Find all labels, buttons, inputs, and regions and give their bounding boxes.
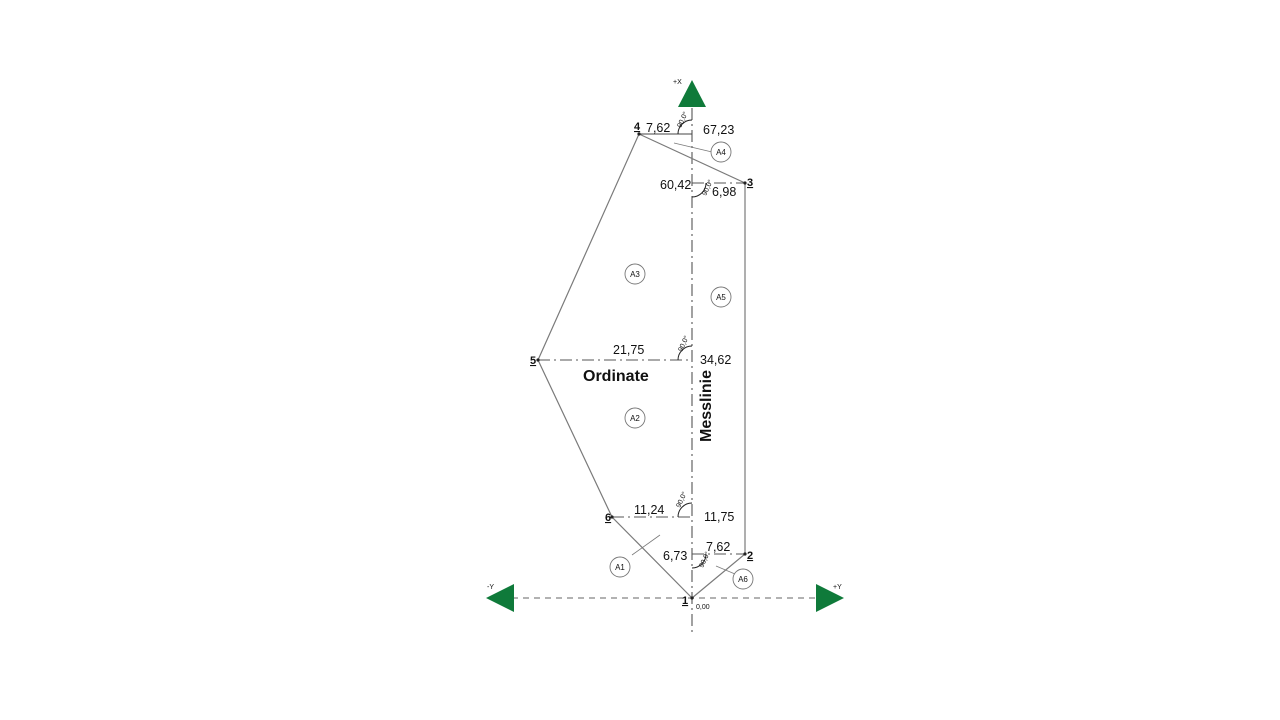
angle-label-p6: 90,0° (675, 490, 689, 508)
value-p4-chainage: 67,23 (703, 123, 734, 137)
point-label-3: 3 (747, 177, 753, 189)
area-circle-a2 (624, 407, 646, 429)
point-label-4: 4 (634, 121, 641, 133)
area-label-a3: A3 (630, 270, 640, 279)
y-minus-arrow (486, 584, 514, 612)
angle-label-p4: 90,0° (676, 110, 690, 128)
x-axis-arrow (678, 80, 706, 107)
value-p5-offset: 21,75 (613, 343, 644, 357)
value-p3-offset: 6,98 (712, 185, 736, 199)
leader-a6 (715, 565, 736, 575)
point-marker-3 (743, 181, 747, 185)
ordinate-label: Ordinate (583, 368, 649, 385)
value-p5-chainage: 34,62 (700, 353, 731, 367)
messlinie-label: Messlinie (698, 370, 715, 442)
point-marker-6 (610, 515, 614, 519)
leader-a1 (631, 534, 661, 556)
point-label-2: 2 (747, 550, 753, 562)
value-p2-offset: 7,62 (706, 540, 730, 554)
area-label-a2: A2 (630, 414, 640, 423)
y-plus-arrow (816, 584, 844, 612)
area-circle-a4 (710, 141, 732, 163)
value-p6-offset: 11,24 (634, 503, 664, 517)
area-label-a5: A5 (716, 293, 726, 302)
value-p6-chainage: 11,75 (704, 510, 734, 524)
value-p2-chainage: 6,73 (663, 549, 687, 563)
value-origin: 0,00 (696, 604, 710, 611)
point-marker-5 (536, 358, 540, 362)
point-label-5: 5 (530, 355, 536, 367)
x-axis-label: +X (673, 79, 682, 86)
area-circle-a1 (609, 556, 631, 578)
angle-label-p5: 90,0° (677, 334, 691, 352)
area-circle-a5 (710, 286, 732, 308)
y-plus-label: +Y (833, 584, 842, 591)
point-marker-4 (637, 132, 641, 136)
value-p4-offset: 7,62 (646, 121, 670, 135)
point-label-6: 6 (605, 512, 611, 524)
area-circle-a6 (732, 568, 754, 590)
area-label-a6: A6 (738, 575, 748, 584)
point-label-1: 1 (682, 595, 688, 607)
area-label-a4: A4 (716, 148, 726, 157)
point-marker-1 (690, 596, 694, 600)
area-label-a1: A1 (615, 563, 625, 572)
value-p3-chainage: 60,42 (660, 178, 691, 192)
y-minus-label: -Y (487, 584, 494, 591)
point-marker-2 (743, 552, 747, 556)
area-circle-a3 (624, 263, 646, 285)
leader-a4 (673, 142, 713, 153)
right-angle-markers (677, 119, 707, 569)
